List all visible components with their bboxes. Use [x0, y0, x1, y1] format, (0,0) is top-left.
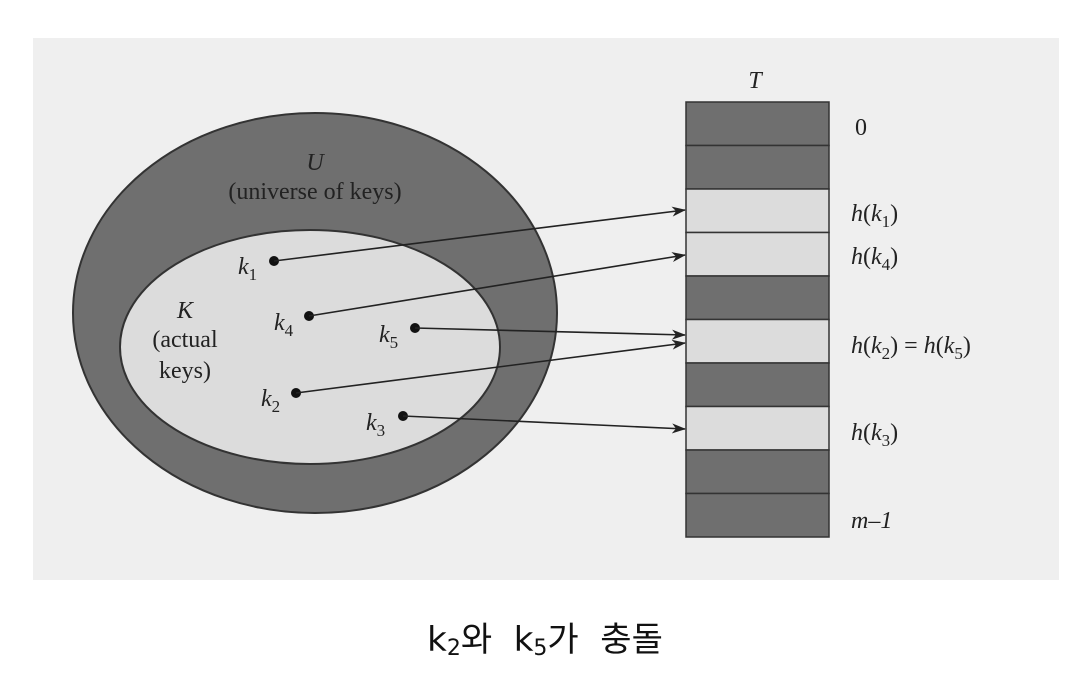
- caption: k2와 k5가 충돌: [0, 612, 1090, 661]
- arrow-k1: [273, 206, 686, 262]
- actual-label-line2: keys): [159, 358, 211, 384]
- slot-label-k3: h(k3): [851, 420, 898, 450]
- slot-label-k4: h(k4): [851, 244, 898, 274]
- table-slot-1: [685, 144, 830, 190]
- table-slot-6: [685, 362, 830, 408]
- diagram-panel: U (universe of keys) K (actual keys) k1 …: [33, 38, 1059, 580]
- caption-part-a: k: [427, 620, 447, 660]
- actual-keys-set: [119, 229, 501, 465]
- table-slot-5: [685, 318, 830, 364]
- arrow-k5: [414, 327, 686, 340]
- universe-symbol: U: [306, 150, 325, 176]
- arrow-k2: [295, 339, 686, 394]
- arrow-k4: [308, 252, 686, 317]
- table-symbol: T: [748, 68, 763, 94]
- slot-label-k1: h(k1): [851, 201, 898, 231]
- caption-part-c: 가 충돌: [547, 620, 663, 660]
- actual-label-line1: (actual: [152, 327, 218, 353]
- table-slot-4: [685, 275, 830, 321]
- table-slot-8: [685, 449, 830, 495]
- slot-label-last: m–1: [851, 508, 892, 534]
- hash-table-diagram: U (universe of keys) K (actual keys) k1 …: [72, 68, 971, 538]
- actual-symbol: K: [176, 298, 195, 324]
- table-slot-9: [685, 492, 830, 538]
- table-slot-7: [685, 405, 830, 451]
- caption-part-b: 와 k: [460, 620, 534, 660]
- caption-sub-b: 5: [533, 636, 548, 661]
- table-slot-0: [685, 101, 830, 147]
- slot-label-k2-k5: h(k2) = h(k5): [851, 333, 971, 363]
- hash-table: [685, 101, 830, 538]
- table-slot-2: [685, 188, 830, 234]
- universe-label: (universe of keys): [228, 179, 401, 205]
- arrow-k3: [402, 415, 686, 434]
- slot-label-first: 0: [855, 115, 867, 141]
- table-slot-3: [685, 231, 830, 277]
- caption-sub-a: 2: [446, 636, 461, 661]
